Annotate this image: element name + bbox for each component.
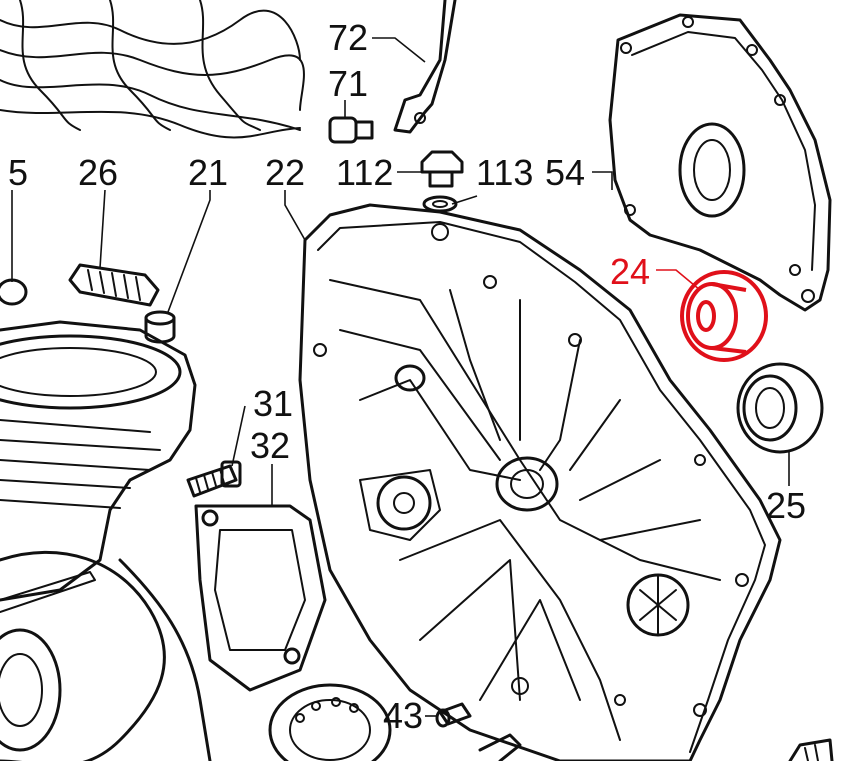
- part-25-seal: [736, 362, 824, 454]
- label-part-54: 54: [545, 152, 585, 193]
- part-112-plug: [420, 150, 464, 188]
- label-part-21: 21: [188, 152, 228, 193]
- part-24-seal: [680, 270, 768, 362]
- part-32-cover: [194, 504, 327, 692]
- fitting-bottom: [478, 733, 834, 761]
- part-72-bracket: [393, 0, 457, 134]
- engine-block: [0, 320, 212, 761]
- label-part-43: 43: [383, 695, 423, 736]
- label-part-71: 71: [328, 63, 368, 104]
- label-part-112: 112: [336, 152, 393, 193]
- part-31-stud: [186, 460, 242, 498]
- part-71-bolt: [328, 116, 374, 144]
- label-part-24: 24: [610, 251, 650, 292]
- part-5-ring: [0, 278, 28, 306]
- part-22-timing-cover: [298, 203, 782, 761]
- part-21-bushing: [144, 310, 176, 344]
- label-part-32: 32: [250, 425, 290, 466]
- label-part-25: 25: [766, 485, 806, 526]
- engine-casting-texture: [0, 0, 305, 139]
- label-part-26: 26: [78, 152, 118, 193]
- part-54-cover: [608, 13, 832, 312]
- bearing-bottom: [268, 683, 392, 761]
- label-part-22: 22: [265, 152, 305, 193]
- label-part-5: 5: [8, 152, 28, 193]
- part-26-block: [68, 263, 160, 307]
- label-part-113: 113: [476, 152, 533, 193]
- part-113-washer: [422, 195, 458, 213]
- label-part-72: 72: [328, 17, 368, 58]
- leader-lines: [11, 37, 790, 717]
- part-43-plug: [435, 702, 472, 728]
- label-part-31: 31: [253, 383, 293, 424]
